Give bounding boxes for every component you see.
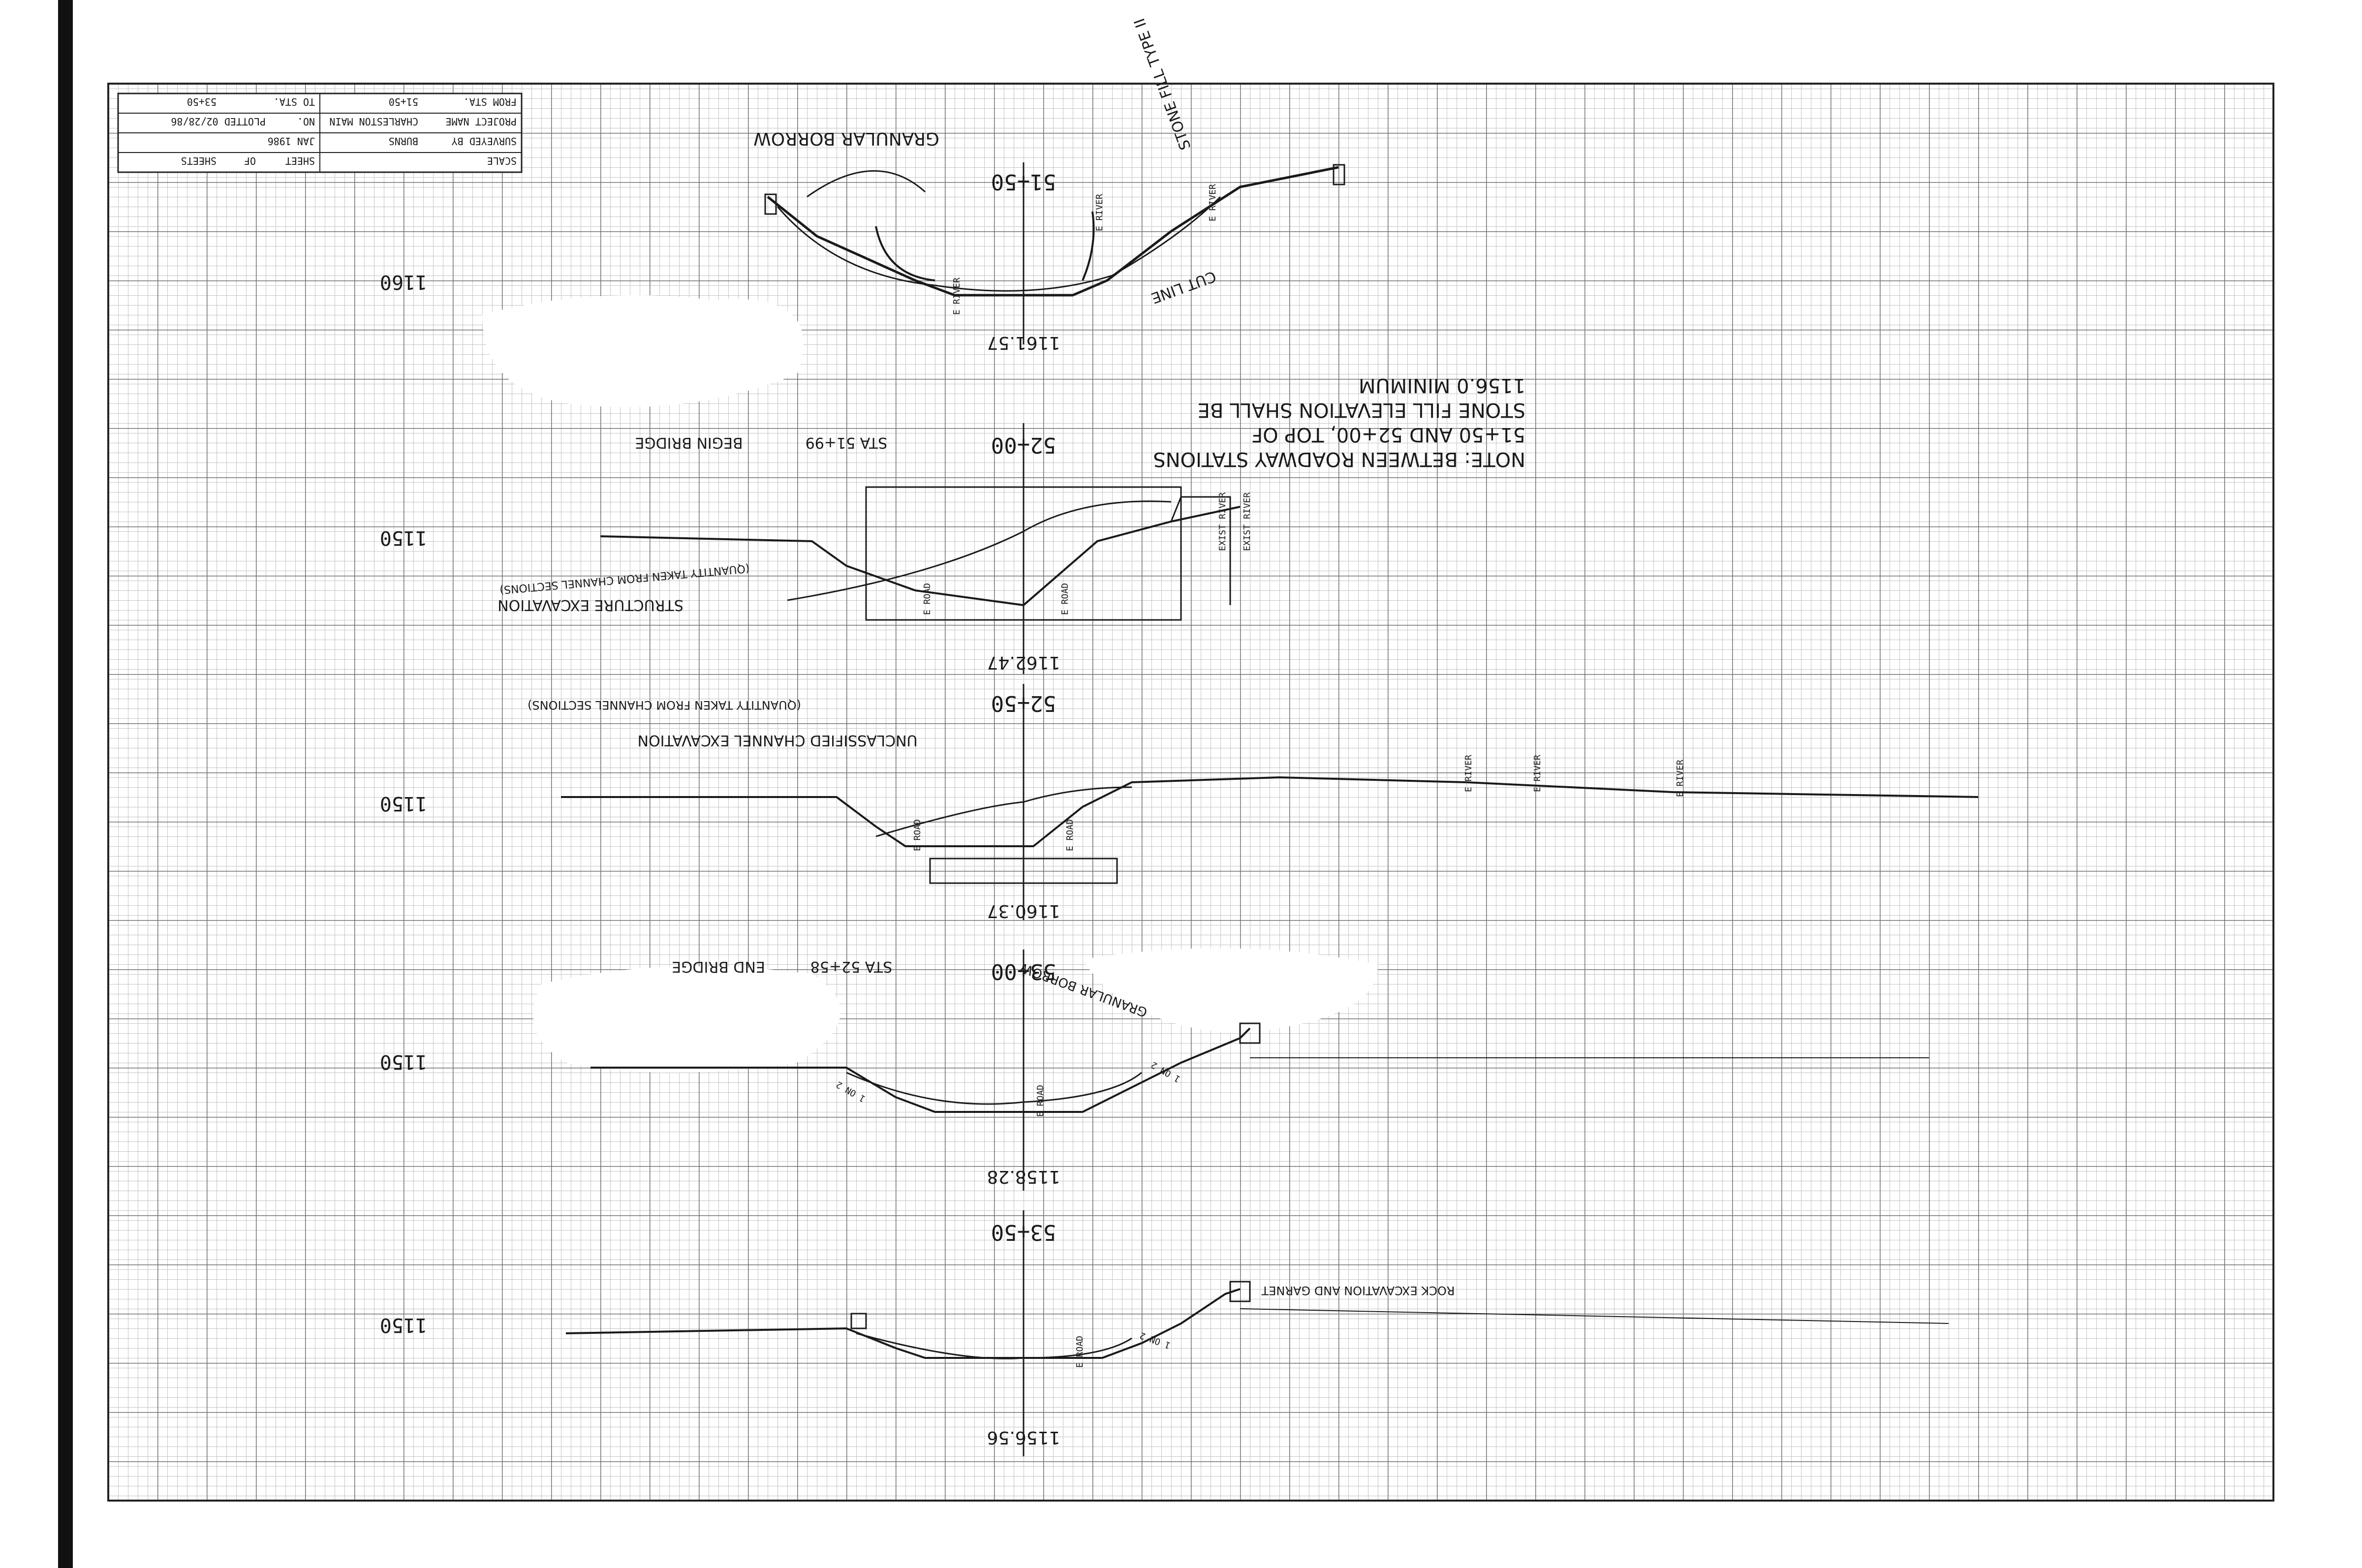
- section-note: END BRIDGE: [672, 958, 765, 975]
- erased-patch: [533, 966, 841, 1073]
- to-station-label: TO STA.: [274, 96, 315, 108]
- title-block: SCALE SHEET OF SHEETS SURVEYED BY BURNS …: [117, 92, 523, 173]
- date-value: JAN 1986: [268, 135, 315, 147]
- station-label: 53+00: [991, 959, 1056, 984]
- stone-fill-note: NOTE: BETWEEN ROADWAY STATIONS 51+50 AND…: [1153, 374, 1525, 470]
- section-note: EXIST RIVER: [1217, 492, 1228, 551]
- grade-elevation: 1156.56: [987, 1427, 1060, 1447]
- surveyed-by-label: SURVEYED BY: [452, 135, 517, 147]
- erased-patch: [1083, 948, 1378, 1033]
- elevation-label: 1150: [380, 1314, 427, 1336]
- section-note: E ROAD: [922, 583, 932, 615]
- section-note: EXIST RIVER: [1242, 492, 1252, 551]
- section-52-50: 52+50 1160.37 1150 UNCLASSIFIED CHANNEL …: [380, 684, 1979, 921]
- section-note: STA 51+99: [806, 434, 888, 451]
- binding-strip: [58, 0, 73, 1568]
- grade-elevation: 1162.47: [987, 652, 1060, 673]
- elevation-label: 1160: [380, 271, 427, 293]
- station-label: 52+50: [991, 691, 1056, 716]
- section-note: E RIVER: [1675, 760, 1685, 797]
- grade-elevation: 1160.37: [987, 901, 1060, 921]
- grid-paper: [107, 83, 2274, 1502]
- elevation-label: 1150: [380, 1050, 427, 1073]
- sheets-label: SHEETS: [181, 155, 217, 167]
- scale-label: SCALE: [487, 155, 517, 167]
- section-note: E ROAD: [1075, 1336, 1085, 1368]
- sheet-label: SHEET: [285, 155, 315, 167]
- note-line-1: NOTE: BETWEEN ROADWAY STATIONS: [1153, 448, 1525, 470]
- section-note: (QUANTITY TAKEN FROM CHANNEL SECTIONS): [528, 698, 801, 712]
- section-note: E RIVER: [1532, 755, 1543, 792]
- from-station-value: 51+50: [389, 96, 418, 108]
- from-station-label: FROM STA.: [464, 96, 517, 108]
- section-note: GRANULAR BORROW: [753, 128, 939, 149]
- section-note: E RIVER: [952, 277, 962, 315]
- plotted-value: PLOTTED 02/28/86: [171, 116, 266, 127]
- project-name-value: CHARLESTON MAIN: [329, 116, 418, 127]
- section-note: E ROAD: [1065, 819, 1075, 851]
- elevation-label: 1150: [380, 792, 427, 815]
- section-note: STRUCTURE EXCAVATION: [497, 596, 684, 614]
- elevation-label: 1150: [380, 526, 427, 549]
- surveyor-value: BURNS: [389, 135, 418, 147]
- note-line-4: 1156.0 MINIMUM: [1359, 374, 1525, 397]
- station-label: 53+50: [991, 1220, 1056, 1245]
- project-name-label: PROJECT NAME: [446, 116, 517, 127]
- section-note: E RIVER: [1208, 184, 1218, 221]
- section-note: E ROAD: [1035, 1085, 1046, 1117]
- station-label: 52+00: [991, 432, 1056, 458]
- section-note: BEGIN BRIDGE: [635, 434, 743, 451]
- project-no-label: NO.: [297, 116, 315, 127]
- erased-patch: [482, 295, 804, 407]
- section-note: E RIVER: [1463, 755, 1474, 792]
- note-line-3: STONE FILL ELEVATION SHALL BE: [1198, 399, 1525, 421]
- station-label: 51+50: [991, 169, 1056, 194]
- grade-elevation: 1158.28: [987, 1167, 1060, 1187]
- section-note: E RIVER: [1094, 194, 1105, 231]
- section-note: STA 52+58: [810, 958, 893, 975]
- section-53-50: 53+50 1156.56 1150 ROCK EXCAVATION AND G…: [380, 1210, 1949, 1456]
- section-note: E ROAD: [912, 819, 923, 851]
- of-label: OF: [244, 155, 256, 167]
- to-station-value: 53+50: [187, 96, 217, 108]
- section-note: E ROAD: [1060, 583, 1070, 615]
- section-note: ROCK EXCAVATION AND GARNET: [1261, 1284, 1455, 1297]
- section-note: UNCLASSIFIED CHANNEL EXCAVATION: [638, 732, 918, 749]
- note-line-2: 51+50 AND 52+00, TOP OF: [1251, 423, 1525, 446]
- grade-elevation: 1161.57: [987, 333, 1060, 353]
